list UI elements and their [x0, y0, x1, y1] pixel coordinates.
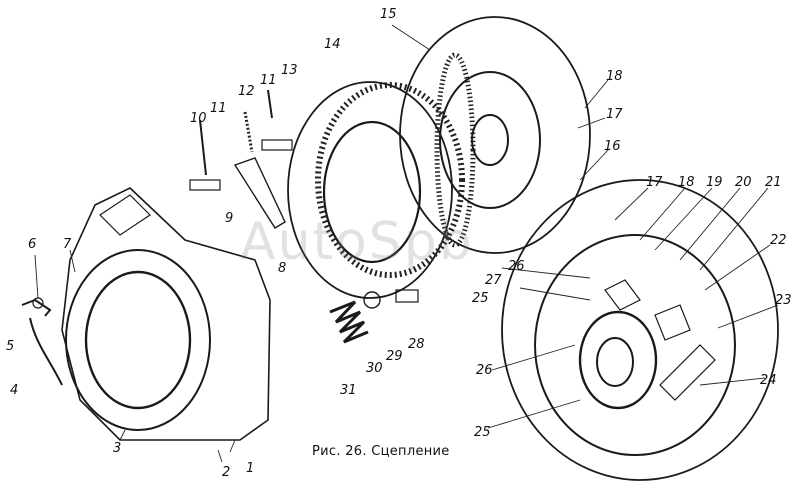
callout-1: 1 [246, 461, 254, 476]
callout-7: 7 [63, 237, 72, 252]
callout-8: 8 [278, 261, 286, 276]
callout-13: 13 [281, 63, 298, 78]
callout-4: 4 [10, 383, 18, 398]
callout-3: 3 [113, 441, 121, 456]
callout-27: 27 [485, 273, 502, 288]
callout-18-disc: 18 [678, 175, 695, 190]
callout-28: 28 [408, 337, 425, 352]
callout-15: 15 [380, 7, 397, 22]
callout-17-disc: 17 [646, 175, 663, 190]
callout-21: 21 [765, 175, 782, 190]
callout-25-bottom: 25 [474, 425, 491, 440]
callout-26-middle: 26 [508, 259, 525, 274]
callout-20: 20 [735, 175, 752, 190]
leader-lines [34, 24, 779, 463]
release-rod-parts [21, 297, 63, 386]
pressure-plate [287, 81, 465, 299]
callout-26-bottom: 26 [476, 363, 493, 378]
callout-17-top: 17 [606, 107, 623, 122]
callout-23: 23 [775, 293, 792, 308]
callout-30: 30 [366, 361, 383, 376]
callout-29: 29 [386, 349, 403, 364]
flywheel [399, 16, 591, 254]
pressure-spring [329, 289, 419, 344]
callout-31: 31 [340, 383, 357, 398]
callout-2: 2 [222, 465, 230, 480]
callout-10: 10 [190, 111, 207, 126]
callout-11-right: 11 [260, 73, 277, 88]
figure-caption: Рис. 26. Сцепление [312, 444, 450, 459]
callout-14: 14 [324, 37, 341, 52]
callout-11-left: 11 [210, 101, 227, 116]
callout-6: 6 [28, 237, 36, 252]
callout-22: 22 [770, 233, 787, 248]
callout-25-middle: 25 [472, 291, 489, 306]
callout-16: 16 [604, 139, 621, 154]
callout-9: 9 [225, 211, 233, 226]
callout-5: 5 [6, 339, 14, 354]
clutch-housing [61, 187, 271, 441]
callout-24: 24 [760, 373, 777, 388]
driven-disc [501, 179, 779, 481]
callout-19: 19 [706, 175, 723, 190]
callout-12: 12 [238, 84, 255, 99]
release-levers [189, 89, 293, 229]
callout-18-top: 18 [606, 69, 623, 84]
